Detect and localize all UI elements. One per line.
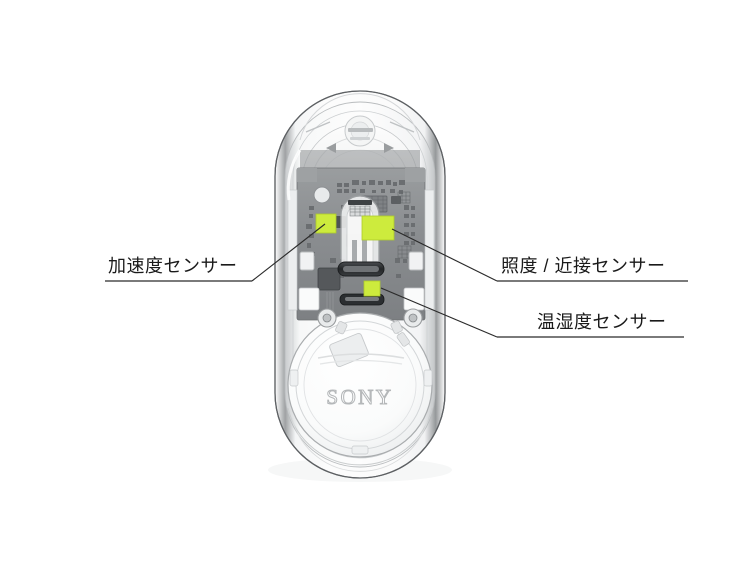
callout-label-illuminance-proximity: 照度 / 近接センサー bbox=[501, 256, 666, 276]
latch-right bbox=[408, 251, 424, 271]
antenna-arc bbox=[299, 93, 421, 141]
antenna-traces bbox=[305, 121, 415, 133]
callout-illuminance-proximity: 照度 / 近接センサー bbox=[391, 228, 688, 282]
callout-leader-temperature-humidity bbox=[380, 287, 498, 338]
callout-label-accelerometer: 加速度センサー bbox=[108, 256, 238, 276]
pcb-notch-right bbox=[405, 168, 425, 182]
callout-leader-illuminance-proximity bbox=[391, 228, 498, 282]
highlight-temp-humidity bbox=[363, 280, 381, 297]
gloss-highlight-left bbox=[286, 149, 302, 201]
buzzer-slot-2 bbox=[350, 137, 370, 140]
pcb-notch-left bbox=[297, 168, 317, 182]
bottom-disc-ring-2 bbox=[303, 328, 417, 442]
sensor-highlights bbox=[315, 213, 395, 297]
highlight-illuminance bbox=[361, 215, 395, 241]
rim-notches bbox=[289, 369, 433, 455]
latch-left-2 bbox=[298, 287, 320, 311]
guide-rail-left bbox=[352, 240, 357, 266]
molded-ridges bbox=[335, 320, 410, 347]
round-component bbox=[313, 186, 331, 204]
highlight-accelerometer bbox=[315, 213, 337, 234]
led-bar bbox=[348, 200, 372, 205]
screw-right-head bbox=[408, 313, 418, 323]
screw-left-head bbox=[322, 313, 332, 323]
guide-rail-right bbox=[362, 240, 367, 266]
emboss-line-2 bbox=[319, 359, 403, 365]
buzzer-slot bbox=[348, 128, 373, 132]
device-body: SONY bbox=[268, 90, 452, 482]
rail-right bbox=[424, 189, 435, 311]
callout-leader-accelerometer bbox=[251, 223, 326, 282]
bottom-rim-arc-1 bbox=[287, 407, 433, 466]
callout-accelerometer: 加速度センサー bbox=[105, 223, 326, 282]
lower-slot-inner bbox=[345, 297, 379, 301]
ic-chip-right bbox=[391, 196, 401, 204]
sony-logo: SONY bbox=[326, 385, 393, 409]
pad-grid-right bbox=[397, 191, 411, 204]
device-internals: SONY bbox=[287, 93, 435, 472]
bottom-rim-arc-2 bbox=[291, 417, 429, 472]
callout-temperature-humidity: 温湿度センサー bbox=[380, 287, 684, 338]
device-outline bbox=[274, 90, 446, 479]
usb-c-tongue bbox=[343, 266, 379, 272]
callout-label-temperature-humidity: 温湿度センサー bbox=[537, 312, 667, 332]
emboss-line-1 bbox=[317, 353, 405, 359]
led-mesh bbox=[349, 205, 371, 217]
ic-chip-bottom-left bbox=[317, 267, 341, 291]
latch-left bbox=[299, 251, 315, 271]
